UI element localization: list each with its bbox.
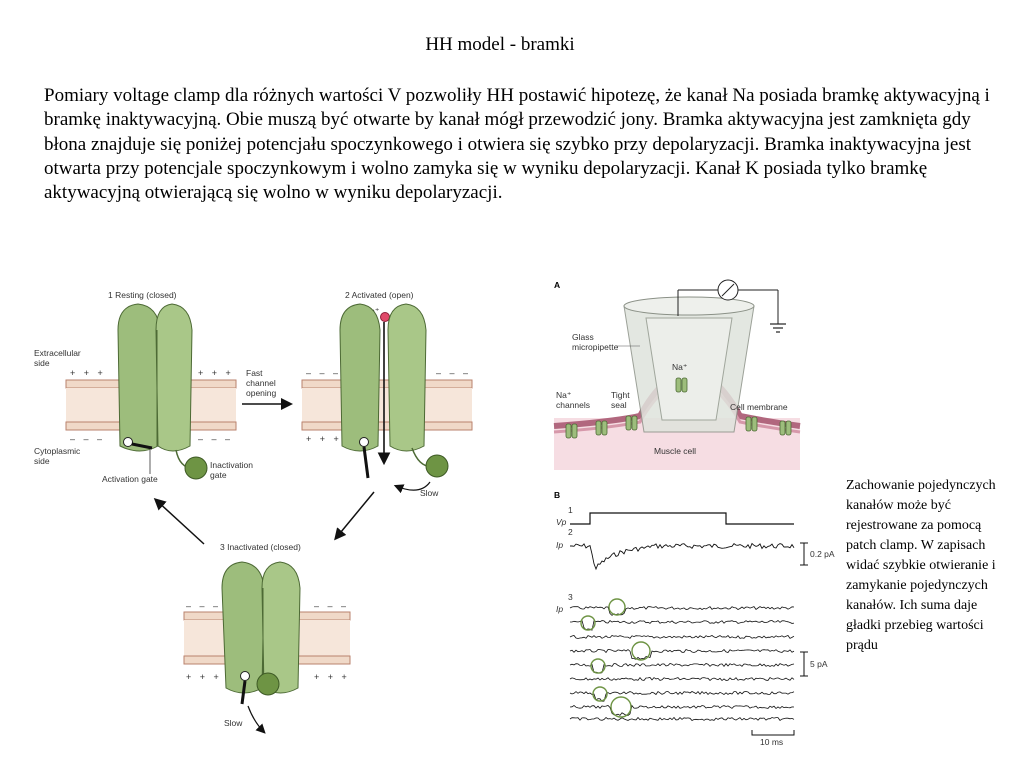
sweep-trace xyxy=(570,619,795,631)
sweep-trace xyxy=(569,716,795,721)
extracellular-label-2: side xyxy=(34,358,50,368)
minus-bottom-1a: – – – xyxy=(70,434,105,444)
plus-top-1a: + + + xyxy=(70,368,106,378)
scale-5pa: 5 pA xyxy=(810,659,828,669)
extracellular-label-1: Extracellular xyxy=(34,348,81,358)
ip3-label: Ip xyxy=(556,604,563,614)
cytoplasmic-label-1: Cytoplasmic xyxy=(34,446,81,456)
panel-b-label: B xyxy=(554,490,560,500)
arrow-3-to-1 xyxy=(153,497,205,545)
glass-label-1: Glass xyxy=(572,332,594,342)
sweep-trace xyxy=(569,676,795,682)
cell-membrane-label: Cell membrane xyxy=(730,402,788,412)
na-ion xyxy=(380,312,390,322)
inactivation-gate-label-2: gate xyxy=(210,470,227,480)
glass-label-2: micropipette xyxy=(572,342,619,352)
cytoplasmic-label-2: side xyxy=(34,456,50,466)
membrane-2 xyxy=(301,379,473,431)
fast-opening-label-1: Fast xyxy=(246,368,263,378)
tight-seal-label-1: Tight xyxy=(611,390,630,400)
panel-a-label: A xyxy=(554,280,560,290)
plus-bottom-2: + + + xyxy=(306,434,342,444)
plus-bottom-3a: + + + xyxy=(186,672,222,682)
minus-top-2b: – – – xyxy=(436,368,471,378)
trace3-number: 3 xyxy=(568,592,573,602)
slow-label-3: Slow xyxy=(224,718,243,728)
time-scale-bar xyxy=(751,730,795,736)
muscle-cell-label: Muscle cell xyxy=(654,446,696,456)
average-current-trace xyxy=(570,542,795,571)
plus-top-1b: + + + xyxy=(198,368,234,378)
sweep-trace xyxy=(569,649,795,660)
channel-inactivated xyxy=(221,561,301,734)
slide-title: HH model - bramki xyxy=(425,34,575,55)
trace2-number: 2 xyxy=(568,527,573,537)
ip-label: Ip xyxy=(556,540,563,550)
vp-label: Vp xyxy=(556,517,567,527)
sweep-trace xyxy=(569,704,795,716)
scale-10ms: 10 ms xyxy=(760,737,783,747)
fast-opening-label-2: channel xyxy=(246,378,276,388)
state2-label: 2 Activated (open) xyxy=(345,290,414,300)
arrow-2-to-3 xyxy=(334,491,375,541)
na-channels-label-1: Na⁺ xyxy=(556,390,571,400)
opening-markers xyxy=(580,598,651,718)
slide-paragraph: Pomiary voltage clamp dla różnych wartoś… xyxy=(44,85,990,204)
single-channel-sweeps xyxy=(569,606,795,721)
tight-seal-label-2: seal xyxy=(611,400,627,410)
minus-top-3b: – – – xyxy=(314,601,349,611)
membrane-channels xyxy=(565,377,792,439)
channel-activated xyxy=(339,303,449,494)
na-channel-label: Na⁺ xyxy=(672,362,687,372)
side-note: Zachowanie pojedynczych kanałów może być… xyxy=(846,478,996,653)
channel-resting xyxy=(117,303,208,480)
sweep-trace xyxy=(569,663,795,674)
voltage-step-trace xyxy=(570,512,794,525)
state3-label: 3 Inactivated (closed) xyxy=(220,542,301,552)
minus-top-2a: – – – xyxy=(306,368,341,378)
patch-clamp-figure: A Glass micropipette Na⁺ xyxy=(553,279,835,747)
inactivation-gate-label-1: Inactivation xyxy=(210,460,253,470)
activation-gate-label: Activation gate xyxy=(102,474,158,484)
na-channels-label-2: channels xyxy=(556,400,590,410)
slow-label-2: Slow xyxy=(420,488,439,498)
sweep-trace xyxy=(569,606,795,616)
plus-bottom-3b: + + + xyxy=(314,672,350,682)
ammeter xyxy=(677,279,786,333)
minus-top-3a: – – – xyxy=(186,601,221,611)
scale-02pa: 0.2 pA xyxy=(810,549,835,559)
sweep-trace xyxy=(569,635,795,639)
trace1-number: 1 xyxy=(568,505,573,515)
fast-opening-label-3: opening xyxy=(246,388,277,398)
state1-label: 1 Resting (closed) xyxy=(108,290,177,300)
minus-bottom-1b: – – – xyxy=(198,434,233,444)
gating-diagram: 1 Resting (closed) Extracellular side Cy… xyxy=(34,290,473,734)
